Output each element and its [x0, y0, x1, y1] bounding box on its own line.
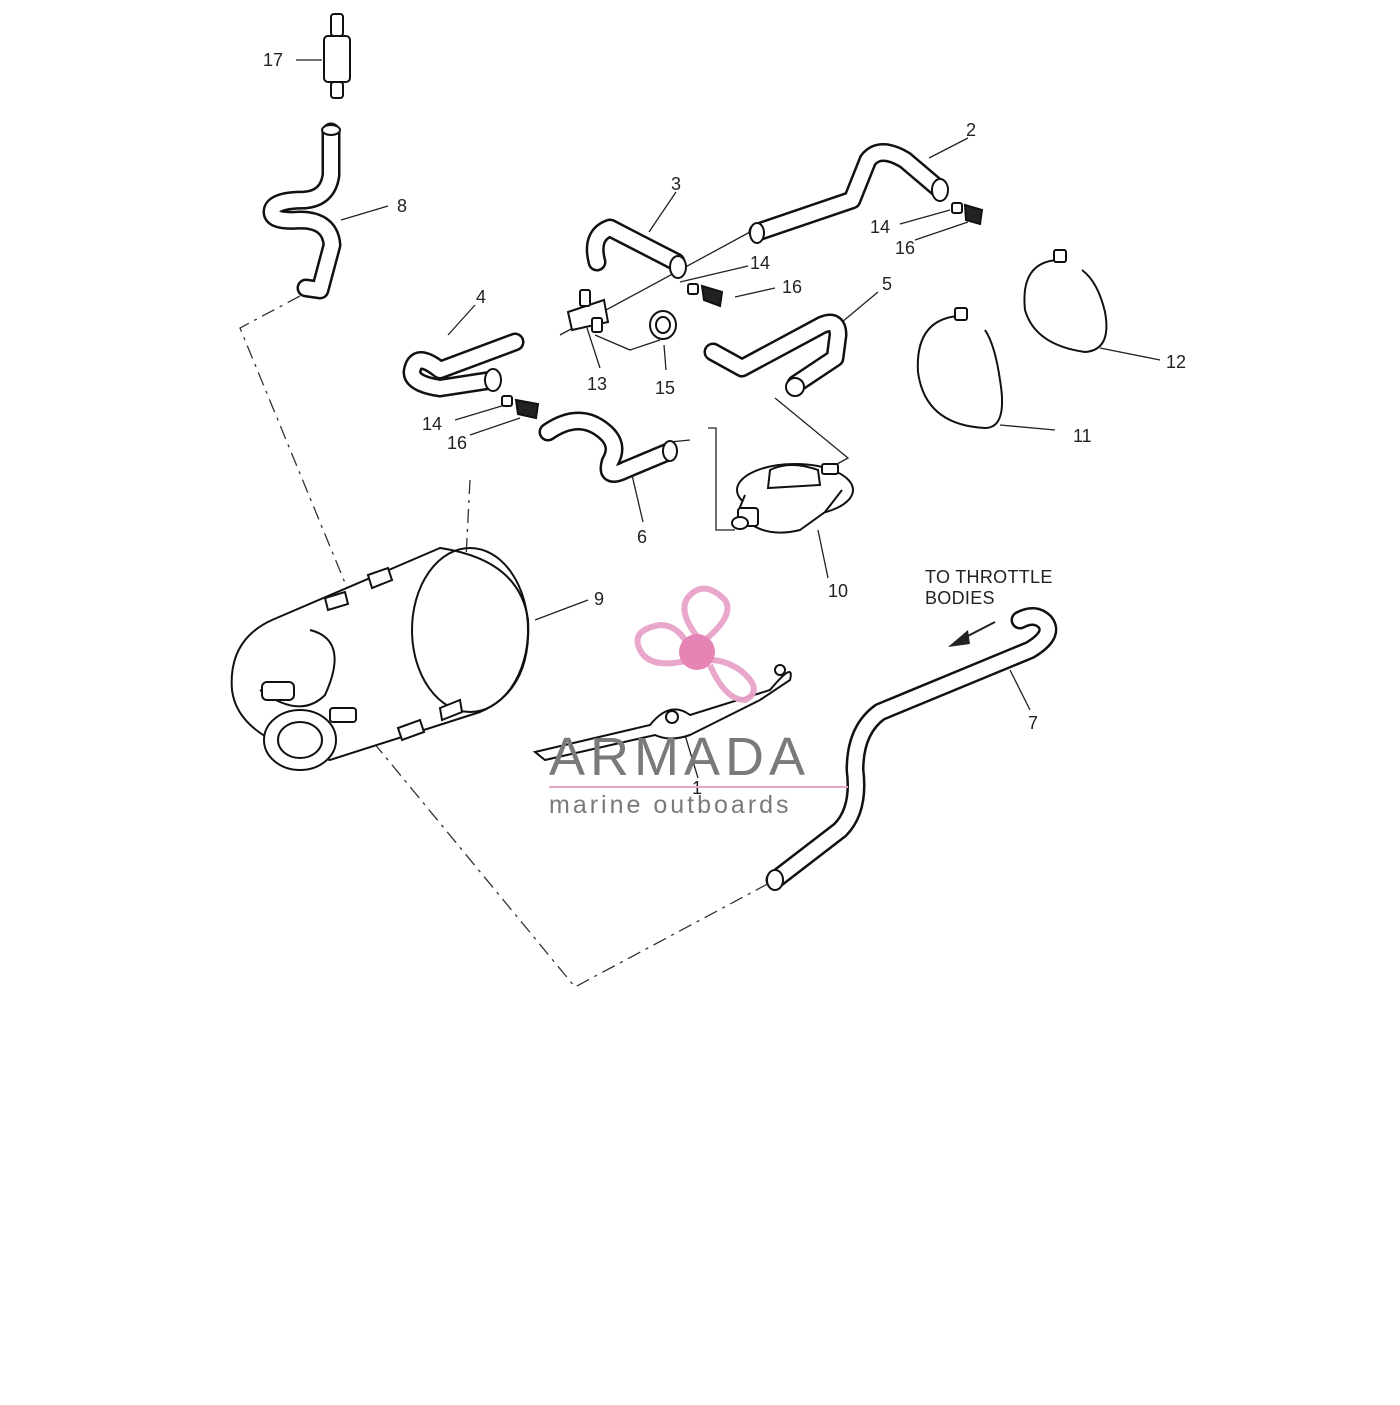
armada-propeller-logo [634, 585, 757, 704]
callout-9: 9 [594, 589, 604, 609]
callout-10: 10 [828, 581, 848, 601]
callout-14: 14 [422, 414, 442, 434]
callout-8: 8 [397, 196, 407, 216]
part-10-valve [731, 463, 854, 534]
part-3-hose [585, 218, 687, 279]
throttle-annotation: TO THROTTLE BODIES [925, 567, 1053, 608]
annotation-line-1: TO THROTTLE [925, 567, 1053, 587]
part-15-clip [649, 310, 677, 340]
part-13-tee [566, 289, 610, 333]
callout-5: 5 [882, 274, 892, 294]
callout-2: 2 [966, 120, 976, 140]
part-12-clamp [1023, 249, 1108, 354]
part-17-fitting [323, 13, 351, 99]
part-6-hose [538, 411, 678, 484]
callout-17: 17 [263, 50, 283, 70]
part-7-hose [765, 607, 1058, 891]
callout-14: 14 [750, 253, 770, 273]
watermark-tagline: marine outboards [549, 791, 792, 819]
callout-12: 12 [1166, 352, 1186, 372]
part-14-16-fittings [501, 202, 984, 420]
callout-3: 3 [671, 174, 681, 194]
part-8-hose [262, 122, 342, 300]
part-4-hose [402, 332, 525, 398]
callout-16: 16 [782, 277, 802, 297]
callout-13: 13 [587, 374, 607, 394]
part-2-hose [748, 143, 949, 244]
armada-watermark: ARMADA marine outboards [549, 727, 848, 819]
callout-11: 11 [1073, 426, 1092, 446]
callout-14: 14 [870, 217, 890, 237]
part-11-clamp [916, 307, 1004, 430]
callout-15: 15 [655, 378, 675, 398]
part-9-canister [230, 546, 530, 771]
part-5-hose [703, 313, 848, 397]
annotation-line-2: BODIES [925, 588, 995, 608]
callout-7: 7 [1028, 713, 1038, 733]
direction-arrow-icon [948, 621, 996, 647]
callout-16: 16 [895, 238, 915, 258]
callout-4: 4 [476, 287, 486, 307]
callout-6: 6 [637, 527, 647, 547]
callout-16: 16 [447, 433, 467, 453]
watermark-brand: ARMADA [549, 727, 810, 787]
part-1-bracket [532, 664, 792, 762]
